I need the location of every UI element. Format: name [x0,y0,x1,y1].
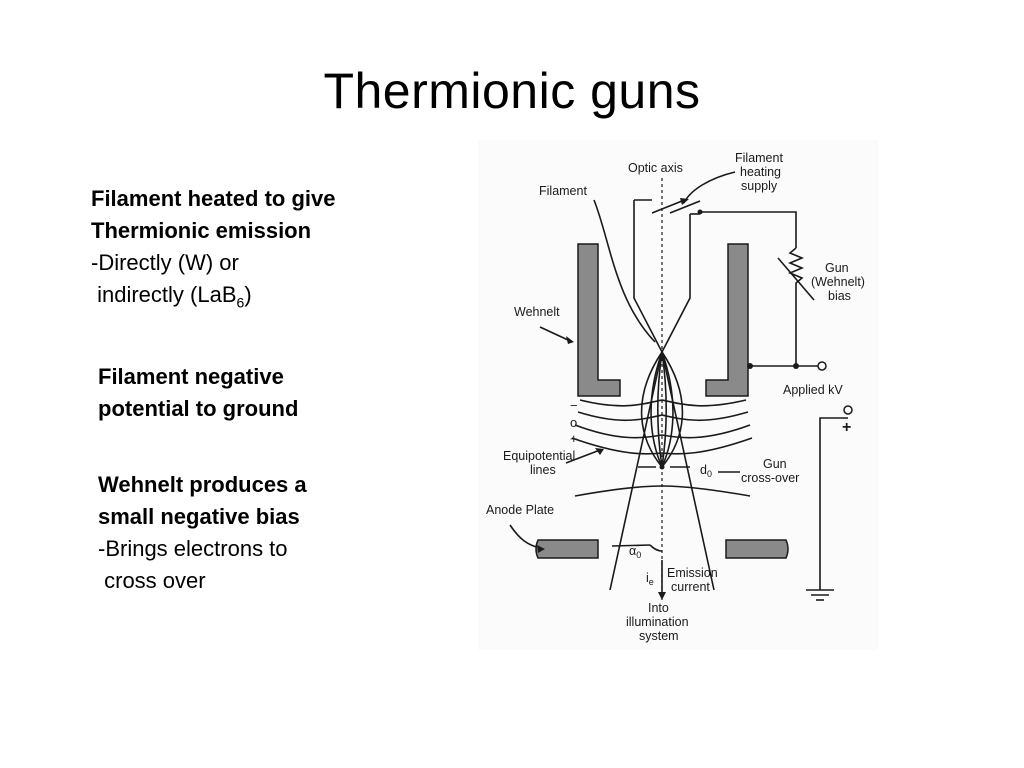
bias-arrow [777,257,815,301]
label-o: o [570,415,577,430]
wehnelt-arrowhead [566,336,574,344]
anode-right [725,539,789,559]
equipotential-pointer [565,449,601,464]
heading-line: potential to ground [98,396,299,421]
filament-pointer [593,199,656,343]
heading-line: small negative bias [98,504,300,529]
label-alpha: α0 [629,544,641,560]
wehnelt-right [705,243,749,397]
label-into-2: illumination [626,615,689,629]
wehnelt-left [577,243,621,397]
crossover-dot [659,464,665,470]
bullet-line: -Directly (W) or [91,250,239,275]
label-heating-2: heating [740,165,781,179]
heating-switch [669,200,701,214]
lab6-close: ) [244,282,252,307]
label-into-1: Into [648,601,669,615]
alpha-pointer [611,544,651,547]
lab6-subscript: 6 [236,294,245,311]
label-gun-bias-2: (Wehnelt) [811,275,865,289]
label-wehnelt: Wehnelt [514,305,560,319]
bias-wire [700,211,797,248]
heading-line: Filament heated to give [91,186,336,211]
bullet-line: -Brings electrons to [98,536,288,561]
kv-terminal [817,361,827,371]
label-heating-3: supply [741,179,778,193]
equipotential-line [571,437,753,455]
ground-terminal [843,405,853,415]
diagram-labels: Optic axis Filament Filament heating sup… [486,151,865,643]
label-applied-kv: Applied kV [783,383,843,397]
alpha-arc [649,544,663,552]
label-filament: Filament [539,184,587,198]
label-anode-plate: Anode Plate [486,503,554,517]
schematic-lines [509,171,848,601]
equipotential-arrowhead [595,448,604,455]
label-d0: d0 [700,463,712,479]
equipotential-line [577,411,749,422]
heating-arrowhead [680,198,689,205]
emission-arrowhead [658,592,666,600]
heading-line: Wehnelt produces a [98,472,307,497]
label-gun-bias-3: bias [828,289,851,303]
wehnelt-pointer [539,326,569,341]
ground-wire [819,417,848,590]
equipotential-line [574,424,751,439]
beam-edge [609,351,715,591]
label-ie: ie [646,571,654,587]
junction-dot [793,363,799,369]
heating-switch [651,200,683,214]
anode-arrowhead [537,545,545,553]
text-block-filament-heated: Filament heated to give Thermionic emiss… [91,183,336,318]
thermionic-gun-diagram: Optic axis Filament Filament heating sup… [478,140,878,650]
label-equipotential-2: lines [530,463,556,477]
heading-line: Filament negative [98,364,284,389]
label-heating-1: Filament [735,151,783,165]
heading-line: Thermionic emission [91,218,312,243]
junction-dot [697,209,703,215]
text-block-filament-negative: Filament negative potential to ground [98,361,298,425]
diagram-background [478,140,878,650]
anode-left [535,539,599,559]
lab6-text: indirectly (LaB [91,282,237,307]
terminals [817,361,853,415]
label-gun-bias-1: Gun [825,261,849,275]
label-emission-2: current [671,580,710,594]
label-crossover-1: Gun [763,457,787,471]
label-into-3: system [639,629,679,643]
label-crossover-2: cross-over [741,471,799,485]
junction-dot [747,363,753,369]
label-emission-1: Emission [667,566,718,580]
slide-title: Thermionic guns [323,63,701,119]
anode-plates [535,539,789,559]
bullet-line: indirectly (LaB6) [91,279,336,318]
junctions [537,198,799,600]
bullet-line: cross over [98,568,206,593]
label-plus-right: + [842,419,851,436]
equipotential-line [579,399,747,407]
label-equipotential-1: Equipotential [503,449,575,463]
equipotential-line [574,485,751,497]
label-optic-axis: Optic axis [628,161,683,175]
label-minus: − [570,398,578,413]
text-block-wehnelt: Wehnelt produces a small negative bias -… [98,469,307,597]
wehnelt-electrodes [577,243,749,397]
label-plus: + [570,431,578,446]
